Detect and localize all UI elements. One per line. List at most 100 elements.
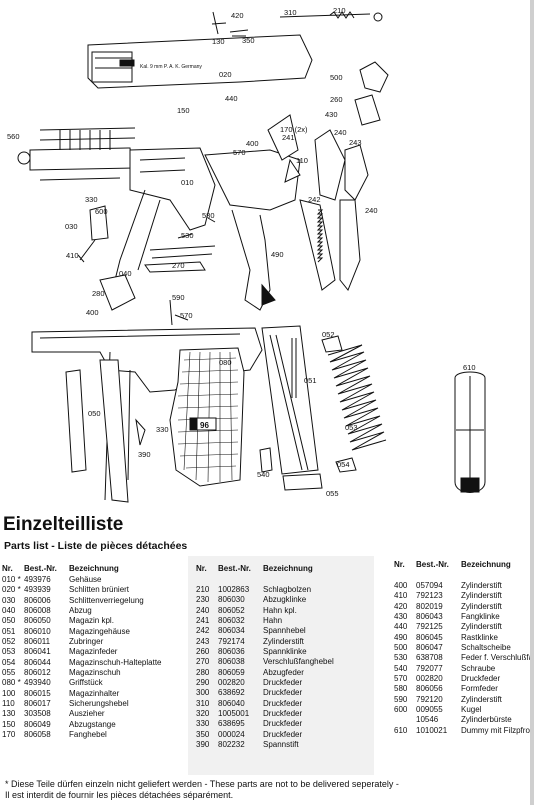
part-description: Schaltscheibe <box>461 643 511 653</box>
part-description: Sicherungshebel <box>69 699 129 709</box>
callout-010: 010 <box>181 178 194 187</box>
part-description: Druckfeder <box>263 709 303 719</box>
order-number: 493939 <box>24 585 51 595</box>
part-number: 610 <box>394 725 408 735</box>
order-number: 638692 <box>218 688 245 698</box>
part-number: 270 <box>196 657 210 667</box>
part-number: 260 <box>196 647 210 657</box>
part-description: Zylinderstift <box>461 622 502 632</box>
part-number: 580 <box>394 684 408 694</box>
part-number: 290 <box>196 678 210 688</box>
order-number: 806044 <box>24 657 51 667</box>
callout-240-right: 240 <box>365 206 378 215</box>
part-number: 050 <box>2 616 16 626</box>
order-number: 806011 <box>24 637 51 647</box>
order-number: 792125 <box>416 622 443 632</box>
part-number: 230 <box>196 595 210 605</box>
order-number: 802232 <box>218 740 245 750</box>
callout-350: 350 <box>242 36 255 45</box>
part-description: Kugel <box>461 705 482 715</box>
callout-580: 580 <box>202 211 215 220</box>
callout-610: 610 <box>463 363 476 372</box>
part-number: 330 <box>196 719 210 729</box>
part-description: Abzugklinke <box>263 595 307 605</box>
part-description: Zylinderstift <box>461 581 502 590</box>
header-nr: Nr. <box>394 560 405 569</box>
column-header-row: Nr. Best.-Nr. Bezeichnung <box>2 564 182 575</box>
column-header-row: Nr. Best.-Nr. Bezeichnung <box>196 564 372 575</box>
callout-260: 260 <box>330 95 343 104</box>
part-number: 100 <box>2 688 16 698</box>
part-description: Spannklinke <box>263 647 307 657</box>
slide-engraving: Kal. 9 mm P. A. K. Germany <box>140 64 202 70</box>
part-description: Druckfeder <box>263 719 303 729</box>
order-number: 806058 <box>24 730 51 740</box>
order-number: 1005001 <box>218 709 250 719</box>
order-number: 792123 <box>416 591 443 601</box>
footnote-line-2: Il est interdit de fournir les pièces dé… <box>5 790 234 800</box>
order-number: 792120 <box>416 694 443 704</box>
order-number: 806043 <box>416 612 443 622</box>
callout-330-low: 330 <box>156 425 169 434</box>
part-description: Druckfeder <box>461 674 501 684</box>
callout-530: 530 <box>181 231 194 240</box>
callout-052: 052 <box>322 330 335 339</box>
callout-241: 241 <box>282 133 295 142</box>
order-number: 009055 <box>416 705 443 715</box>
part-number: 490 <box>394 632 408 642</box>
callout-053: 053 <box>345 423 358 432</box>
callout-560: 560 <box>7 132 20 141</box>
callout-390: 390 <box>138 450 151 459</box>
part-description: Verschlußfanghebel <box>263 657 334 667</box>
callout-130: 130 <box>212 37 225 46</box>
callout-170: 170 (2x) <box>280 125 308 134</box>
callout-243: 243 <box>349 138 362 147</box>
part-number: 390 <box>196 740 210 750</box>
part-description: Fanghebel <box>69 730 107 740</box>
part-number: 051 <box>2 626 16 636</box>
order-number: 806012 <box>24 668 51 678</box>
callout-054: 054 <box>337 460 350 469</box>
part-description: Fangklinke <box>461 612 500 622</box>
exploded-parts-diagram: Kal. 9 mm P. A. K. Germany <box>7 7 486 503</box>
callout-410: 410 <box>66 251 79 260</box>
callout-420: 420 <box>231 11 244 20</box>
header-nr: Nr. <box>196 564 207 573</box>
part-description: Magazinfeder <box>69 647 118 657</box>
callout-590: 590 <box>172 293 185 302</box>
part-number: 210 <box>196 585 210 594</box>
part-description: Schlagbolzen <box>263 585 312 594</box>
part-number: 440 <box>394 622 408 632</box>
order-number: 802019 <box>416 601 443 611</box>
part-description: Hahn kpl. <box>263 605 297 615</box>
callout-540: 540 <box>257 470 270 479</box>
order-number: 806047 <box>416 643 443 653</box>
order-number: 806006 <box>24 595 51 605</box>
part-number: 150 <box>2 719 16 729</box>
header-bezeichnung: Bezeichnung <box>69 564 119 573</box>
order-number: 806049 <box>24 719 51 729</box>
order-number: 806030 <box>218 595 245 605</box>
callout-440: 440 <box>225 94 238 103</box>
